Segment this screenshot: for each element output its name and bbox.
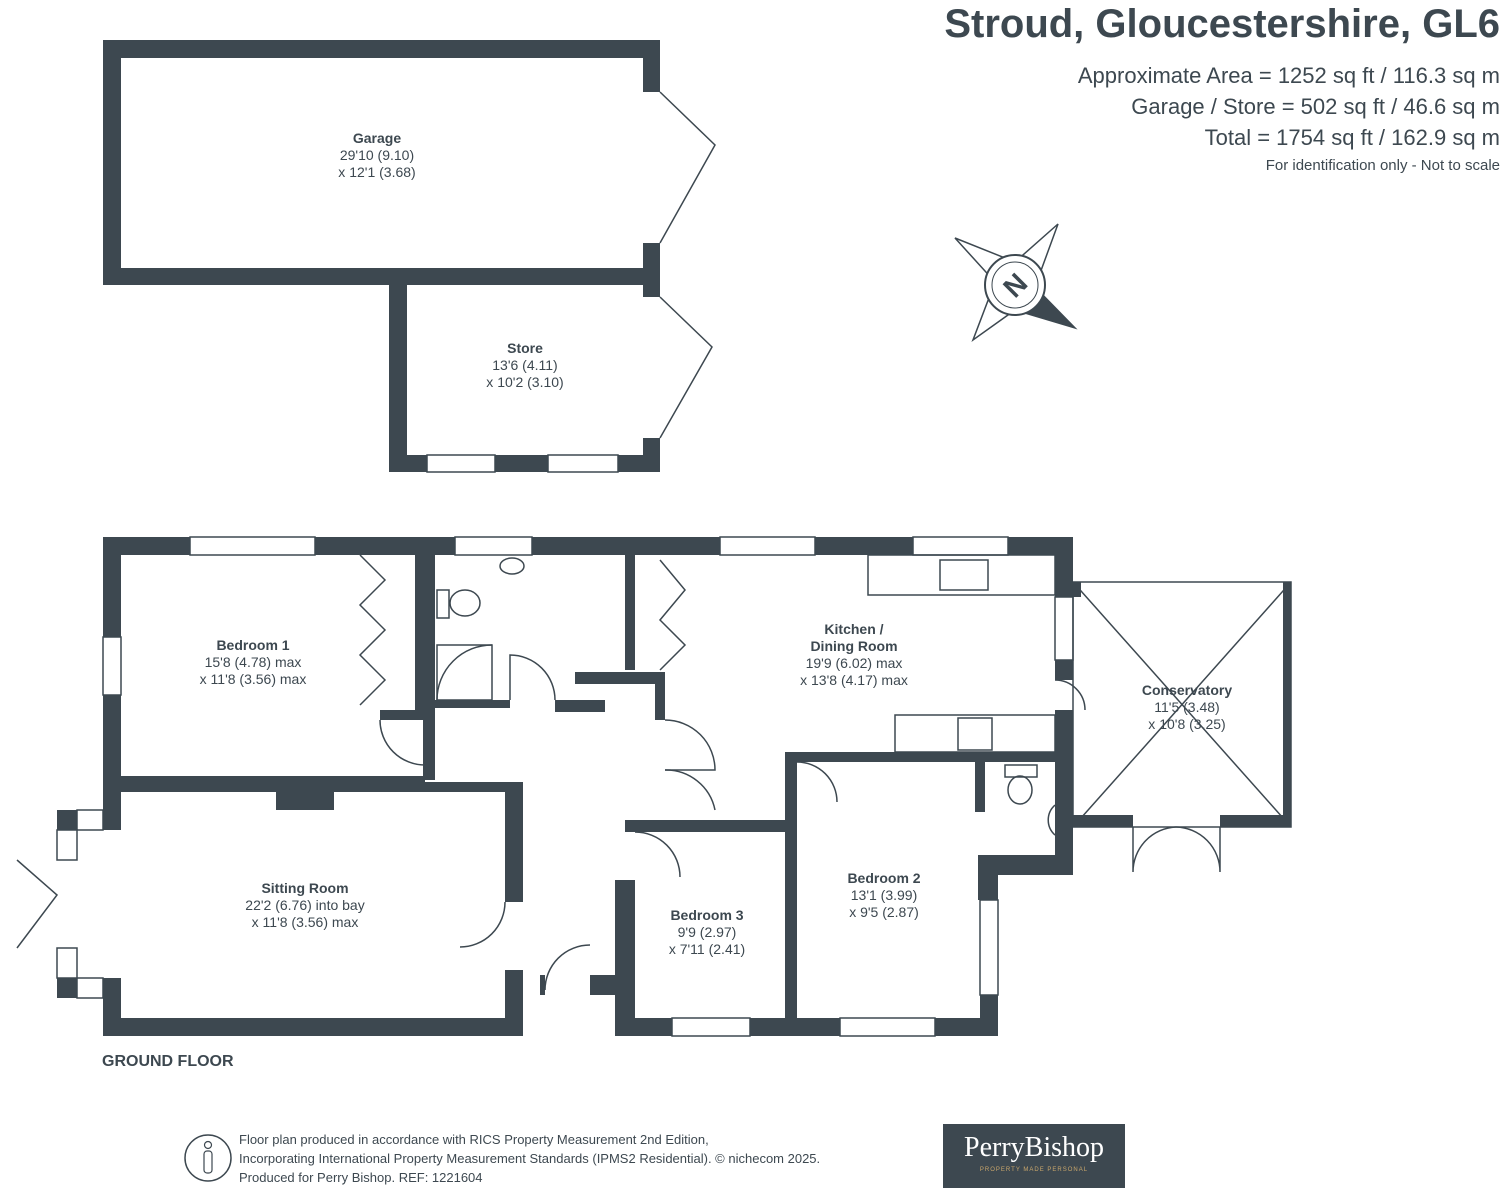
room-name: Garage [352, 130, 402, 146]
footer-line: Produced for Perry Bishop. REF: 1221604 [239, 1170, 483, 1185]
room-dim: x 10'2 (3.10) [486, 374, 564, 390]
room-dim: 22'2 (6.76) into bay [245, 897, 365, 913]
footer-line: Incorporating International Property Mea… [239, 1151, 821, 1166]
total-area: Total = 1754 sq ft / 162.9 sq m [1204, 125, 1500, 150]
room-dim: 19'9 (6.02) max [805, 655, 903, 671]
room-dim: x 12'1 (3.68) [338, 164, 416, 180]
compass-icon: N [954, 223, 1078, 343]
room-dim: 15'8 (4.78) max [204, 654, 302, 670]
room-dim: 9'9 (2.97) [677, 924, 737, 940]
room-name: Sitting Room [261, 880, 349, 896]
footer-disclaimer: Floor plan produced in accordance with R… [239, 1130, 820, 1187]
room-name: Conservatory [1141, 682, 1233, 698]
footer-line: Floor plan produced in accordance with R… [239, 1132, 709, 1147]
room-name: Bedroom 1 [216, 637, 290, 653]
room-dim: x 10'8 (3.25) [1148, 716, 1226, 732]
room-dim: x 13'8 (4.17) max [800, 672, 908, 688]
room-name: Bedroom 3 [670, 907, 744, 923]
logo-tagline: PROPERTY MADE PERSONAL [979, 1167, 1089, 1173]
scale-note: For identification only - Not to scale [1265, 157, 1500, 174]
room-dim: 13'6 (4.11) [492, 357, 558, 373]
property-title: Stroud, Gloucestershire, GL6 [944, 2, 1500, 46]
logo-name: PerryBishop [964, 1132, 1104, 1163]
conservatory-frame [1073, 582, 1291, 827]
approximate-area: Approximate Area = 1252 sq ft / 116.3 sq… [1077, 63, 1500, 88]
room-name: Kitchen / [824, 621, 884, 637]
room-dim: x 7'11 (2.41) [668, 941, 746, 957]
room-dim: 29'10 (9.10) [339, 147, 415, 163]
room-name: Bedroom 2 [847, 870, 921, 886]
room-dim: x 11'8 (3.56) max [199, 671, 307, 687]
person-scale-icon [184, 1134, 232, 1182]
perry-bishop-logo: PerryBishop PROPERTY MADE PERSONAL [943, 1124, 1125, 1188]
room-dim: 13'1 (3.99) [850, 887, 918, 903]
room-dim: x 9'5 (2.87) [849, 904, 919, 920]
room-dim: 11'5 (3.48) [1154, 699, 1220, 715]
room-name: Store [507, 340, 543, 356]
floor-label: GROUND FLOOR [102, 1053, 234, 1070]
garage-store-area: Garage / Store = 502 sq ft / 46.6 sq m [1131, 94, 1500, 119]
room-name: Dining Room [810, 638, 898, 654]
area-summary: Approximate Area = 1252 sq ft / 116.3 sq… [1078, 60, 1500, 153]
windows [56, 454, 1074, 1037]
room-dim: x 11'8 (3.56) max [251, 914, 359, 930]
